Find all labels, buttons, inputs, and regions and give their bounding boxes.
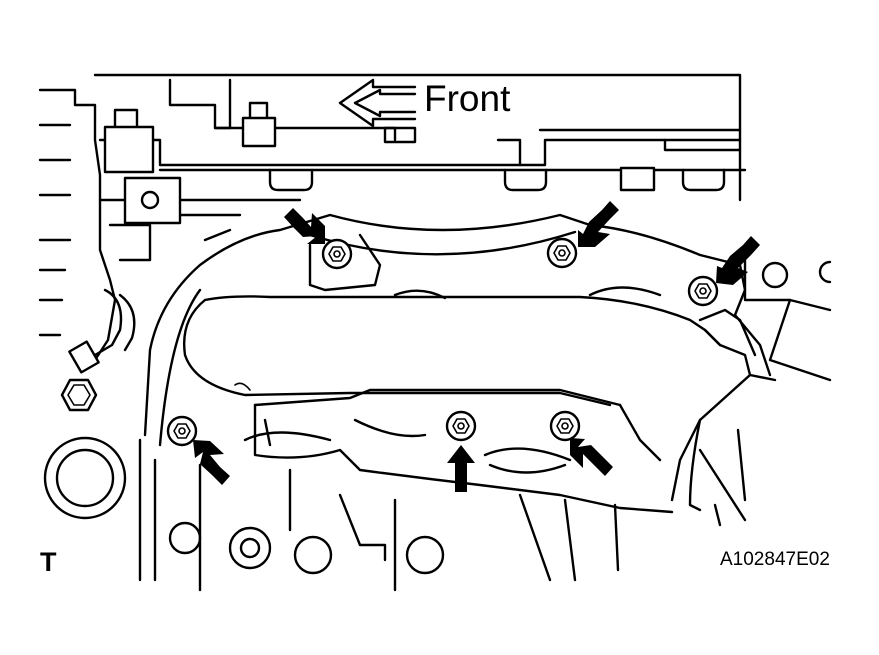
- exhaust-manifold: [143, 213, 777, 527]
- lower-components: [43, 288, 620, 592]
- front-direction-arrow: [338, 78, 417, 128]
- bolt-right: [687, 275, 719, 307]
- bolt-lower-left: [166, 415, 198, 447]
- arrow-lower-right: [570, 438, 613, 476]
- view-marker: T: [40, 547, 57, 577]
- arrow-upper-left: [284, 208, 325, 244]
- bolt-lower-right: [549, 410, 581, 442]
- engine-block-outline: [38, 73, 832, 382]
- arrow-right: [716, 236, 760, 285]
- arrow-lower-center: [447, 445, 475, 492]
- bolt-upper-right: [546, 237, 578, 269]
- bolt-upper-left: [321, 238, 353, 270]
- arrow-upper-right: [578, 201, 619, 247]
- figure-id: A102847E02: [720, 549, 830, 570]
- bolt-lower-center: [445, 410, 477, 442]
- front-label: Front: [424, 78, 511, 119]
- arrow-lower-left: [193, 440, 230, 485]
